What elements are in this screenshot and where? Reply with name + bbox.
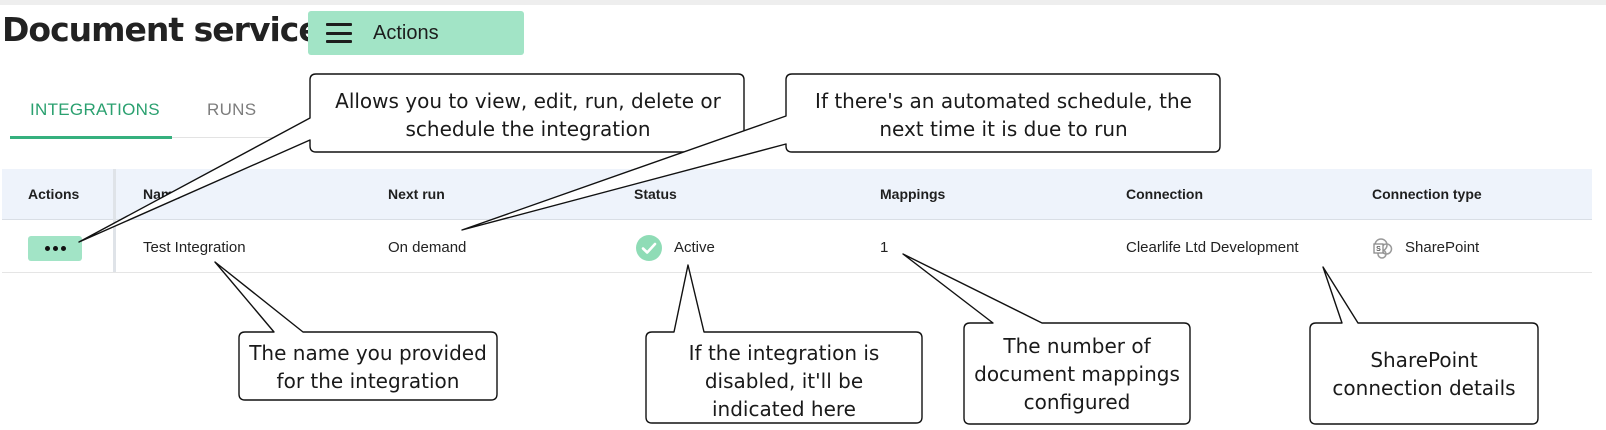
column-header-mappings[interactable]: Mappings	[880, 186, 946, 202]
callout-name-text: The name you provided for the integratio…	[249, 341, 487, 393]
actions-button-label: Actions	[373, 21, 439, 44]
column-header-connection-type[interactable]: Connection type	[1372, 186, 1482, 202]
column-header-next-run[interactable]: Next run	[388, 186, 445, 202]
top-strip	[0, 0, 1606, 5]
callout-next-run-text: If there's an automated schedule, the ne…	[815, 89, 1192, 141]
callout-name-bubble	[214, 261, 498, 401]
hamburger-icon	[326, 23, 352, 43]
callout-actions-bubble	[78, 73, 745, 243]
callout-connection-text: SharePoint connection details	[1332, 348, 1516, 400]
callout-next-run-bubble	[461, 73, 1221, 231]
sharepoint-icon: S	[1373, 238, 1393, 259]
column-divider	[113, 169, 116, 272]
table-header	[2, 169, 1592, 220]
active-tab-indicator	[10, 136, 172, 139]
tab-runs[interactable]: RUNS	[207, 100, 257, 119]
cell-name[interactable]: Test Integration	[143, 239, 246, 256]
column-header-connection[interactable]: Connection	[1126, 186, 1203, 202]
cell-connection: Clearlife Ltd Development	[1126, 239, 1299, 256]
page-title: Document services	[2, 10, 339, 49]
cell-status: Active	[674, 239, 715, 256]
tab-divider	[172, 137, 292, 138]
callout-mappings-bubble	[902, 253, 1191, 425]
svg-text:S: S	[1376, 246, 1381, 253]
callout-status-bubble	[645, 264, 923, 424]
column-header-status[interactable]: Status	[634, 186, 677, 202]
callout-status-text: If the integration is disabled, it'll be…	[688, 341, 880, 421]
check-circle-icon	[636, 235, 662, 261]
callout-actions-text: Allows you to view, edit, run, delete or…	[335, 89, 721, 141]
cell-next-run: On demand	[388, 239, 467, 256]
callout-connection-bubble	[1309, 266, 1539, 425]
actions-button[interactable]: Actions	[308, 11, 524, 55]
callout-mappings-text: The number of document mappings configur…	[974, 334, 1180, 414]
cell-mappings: 1	[880, 239, 889, 256]
cell-connection-type: SharePoint	[1405, 239, 1480, 256]
column-header-actions: Actions	[28, 186, 80, 202]
more-horizontal-icon	[44, 246, 66, 251]
row-actions-button[interactable]	[28, 236, 82, 261]
tab-integrations[interactable]: INTEGRATIONS	[30, 100, 160, 119]
row-divider	[2, 272, 1592, 273]
